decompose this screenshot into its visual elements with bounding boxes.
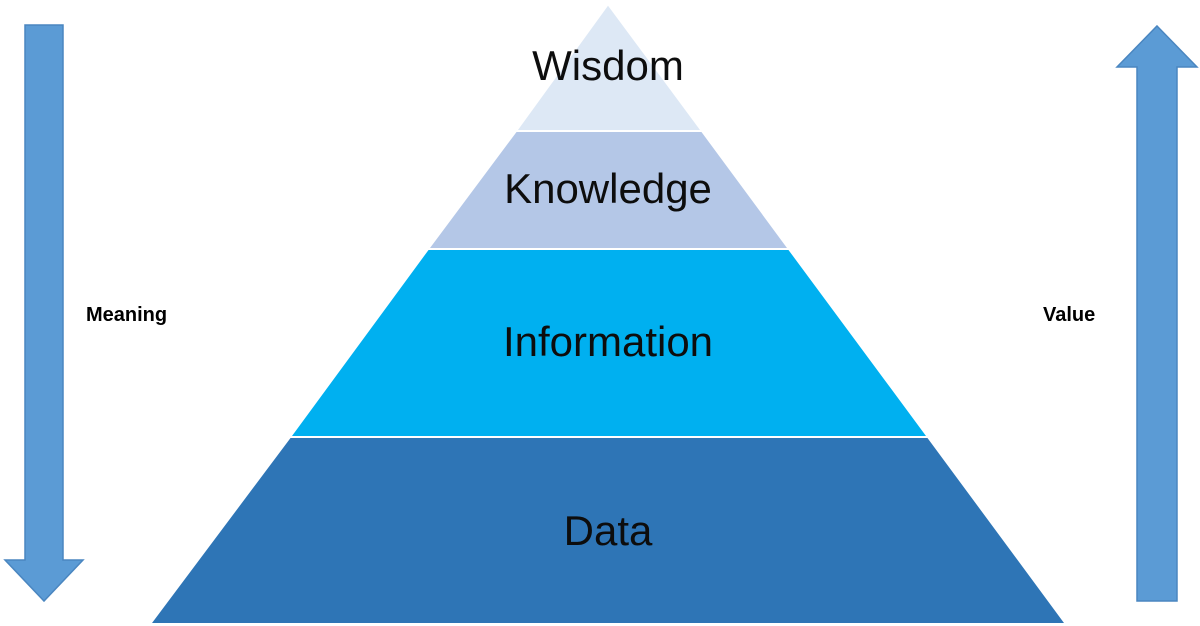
tier-data-shape (148, 436, 1068, 625)
tier-wisdom-label: Wisdom (532, 42, 684, 89)
pyramid: Wisdom Knowledge Information Data (148, 2, 1068, 625)
tier-knowledge-label: Knowledge (504, 165, 712, 212)
meaning-label: Meaning (86, 304, 167, 326)
value-label: Value (1043, 304, 1095, 326)
value-arrow: Value (1043, 24, 1199, 602)
meaning-arrow: Meaning (3, 24, 167, 603)
down-arrow-icon (3, 24, 85, 603)
tier-data-label: Data (564, 507, 653, 554)
tier-information-label: Information (503, 318, 713, 365)
up-arrow-icon (1115, 24, 1199, 602)
